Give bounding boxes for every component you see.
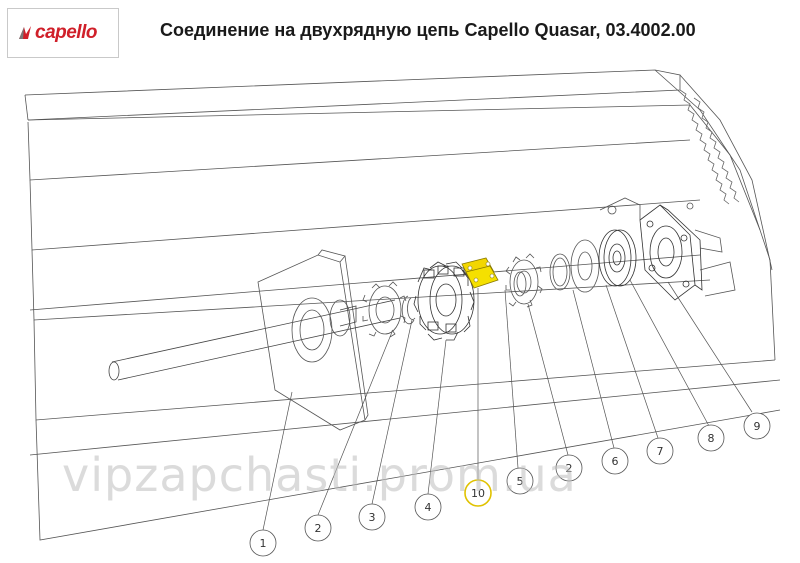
svg-text:8: 8 [708, 432, 715, 445]
svg-text:2: 2 [315, 522, 322, 535]
bearing [598, 229, 637, 287]
callouts: 1 2 3 4 5 2 6 7 8 9 10 [249, 412, 771, 557]
callout-10: 10 [464, 479, 492, 507]
small-sprocket [362, 281, 407, 338]
svg-text:10: 10 [471, 487, 485, 500]
callout-2b: 2 [555, 454, 583, 482]
logo-leaf-icon [19, 26, 31, 39]
chain-edge [679, 89, 740, 205]
callout-5: 5 [506, 467, 534, 495]
svg-text:5: 5 [517, 475, 524, 488]
svg-text:9: 9 [754, 420, 761, 433]
svg-text:7: 7 [657, 445, 664, 458]
shaft [108, 299, 401, 381]
mounting-plate [257, 249, 369, 431]
watermark: vipzapchasti.prom.ua [62, 448, 577, 502]
svg-text:6: 6 [612, 455, 619, 468]
flange-housing [639, 204, 703, 301]
snap-ring-left [401, 295, 416, 325]
frame-outline [24, 69, 781, 541]
double-sprocket [413, 261, 475, 341]
header: capello Соединение на двухрядную цепь Ca… [0, 0, 800, 62]
callout-7: 7 [646, 437, 674, 465]
svg-text:2: 2 [566, 462, 573, 475]
retaining-ring [549, 253, 571, 291]
svg-text:1: 1 [260, 537, 267, 550]
washer [570, 239, 600, 293]
callout-6: 6 [601, 447, 629, 475]
plate-bearing [291, 297, 351, 363]
leader-lines [262, 279, 753, 531]
right-sprocket [505, 253, 543, 308]
svg-text:3: 3 [369, 511, 376, 524]
callout-3: 3 [358, 503, 386, 531]
coupling-link-highlight [461, 257, 499, 289]
callout-1: 1 [249, 529, 277, 557]
rear-bracket [599, 197, 736, 297]
callout-4: 4 [414, 493, 442, 521]
capello-logo: capello [7, 8, 119, 58]
callout-8: 8 [697, 424, 725, 452]
callout-2: 2 [304, 514, 332, 542]
callout-9: 9 [743, 412, 771, 440]
logo-text: capello [35, 22, 97, 43]
svg-text:4: 4 [425, 501, 432, 514]
page-title: Соединение на двухрядную цепь Capello Qu… [160, 20, 696, 40]
snap-ring-right [513, 271, 527, 297]
